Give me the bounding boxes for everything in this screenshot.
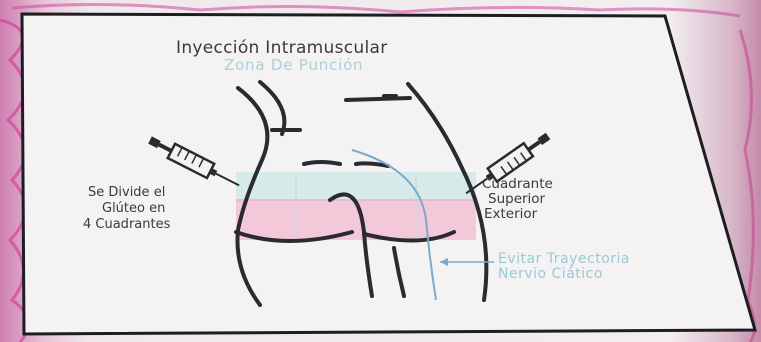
left-label-line-2: Glúteo en: [102, 202, 165, 215]
right-label-line-3: Exterior: [484, 208, 537, 222]
left-syringe-icon: [146, 133, 242, 193]
nerve-label-line-1: Evitar Trayectoria: [498, 252, 630, 266]
nerve-pointer-arrow: [440, 258, 448, 266]
card-subtitle: Zona De Punción: [224, 58, 363, 73]
card-title: Inyección Intramuscular: [176, 40, 388, 57]
right-label-line-1: Cuadrante: [482, 178, 553, 192]
left-label-line-1: Se Divide el: [88, 186, 165, 199]
right-label-line-2: Superior: [488, 193, 545, 207]
left-label-line-3: 4 Cuadrantes: [83, 218, 170, 231]
nerve-label-line-2: Nervio Ciático: [498, 267, 603, 281]
